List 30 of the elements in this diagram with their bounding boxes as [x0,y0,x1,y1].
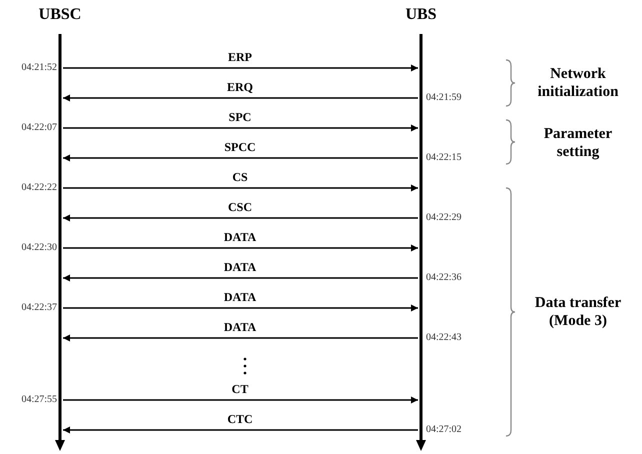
lifeline-heading: UBSC [38,5,82,25]
message-arrow [63,396,418,404]
message-arrow [63,334,418,342]
message-arrow [63,94,418,102]
message-arrow [63,426,418,434]
message-arrow [63,304,418,312]
timestamp: 04:22:37 [21,302,57,314]
timestamp: 04:22:29 [426,212,462,224]
timestamp: 04:27:02 [426,424,462,436]
message-arrow [63,184,418,192]
timestamp: 04:27:55 [21,394,57,406]
timestamp: 04:22:07 [21,122,57,134]
lifeline-heading: UBS [405,5,437,25]
timestamp: 04:22:30 [21,242,57,254]
phase-label: Parameter setting [542,125,614,161]
phase-label: Data transfer (Mode 3) [534,294,622,330]
phase-label: Network initialization [536,65,620,101]
message-arrow [63,244,418,252]
message-arrow [63,274,418,282]
message-arrow [63,214,418,222]
timestamp: 04:22:22 [21,182,57,194]
message-arrow [63,64,418,72]
timestamp: 04:22:36 [426,272,462,284]
timestamp: 04:22:43 [426,332,462,344]
message-arrow [63,124,418,132]
message-arrow [63,154,418,162]
timestamp: 04:21:59 [426,92,462,104]
timestamp: 04:22:15 [426,152,462,164]
timestamp: 04:21:52 [21,62,57,74]
message-label: ERP [225,50,255,64]
